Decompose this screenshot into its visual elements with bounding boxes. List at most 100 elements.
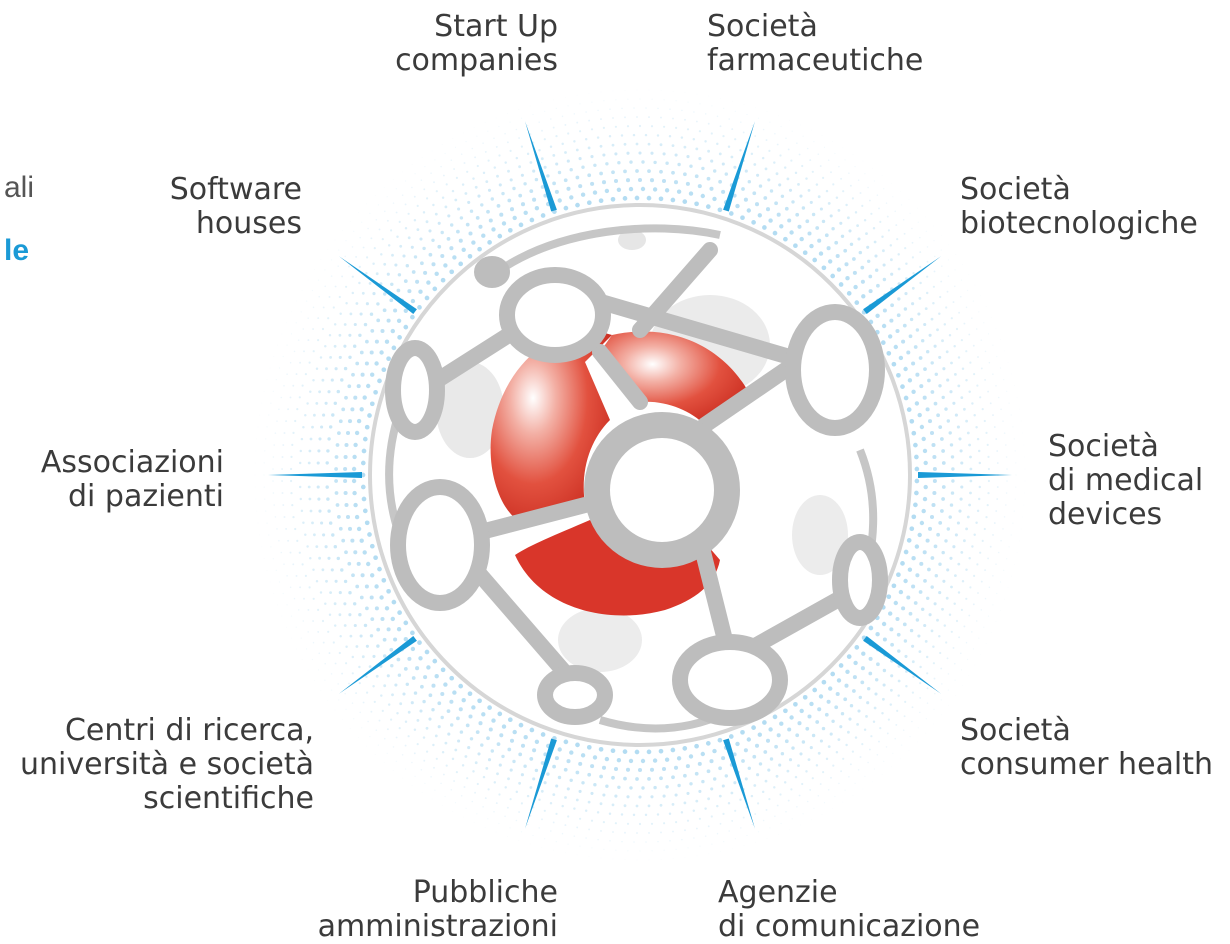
halo-dot [474,185,478,189]
halo-dot [903,639,908,643]
halo-dot [927,378,931,383]
label-societa-biotecnologiche: Società biotecnologiche [960,172,1198,241]
halo-dot [509,768,513,772]
halo-dot [598,746,604,752]
halo-dot [1002,420,1004,422]
halo-dot [837,209,841,212]
halo-dot [523,735,528,740]
halo-dot [413,752,416,755]
halo-dot [579,817,582,820]
halo-dot [743,845,745,847]
halo-dot [602,153,606,157]
halo-dot [337,515,341,519]
halo-dot [639,98,641,100]
halo-dot [926,275,929,278]
halo-dot [710,787,714,791]
halo-dot [995,563,997,565]
halo-dot [543,165,547,169]
halo-dot [317,608,320,611]
halo-dot [285,527,288,530]
halo-dot [599,774,603,779]
halo-dot [676,756,682,761]
halo-dot [529,105,531,107]
halo-dot [934,573,939,578]
halo-dot [1013,438,1015,440]
halo-dot [308,497,312,501]
halo-dot [815,764,819,767]
halo-dot [423,675,428,680]
halo-dot [992,373,994,375]
halo-dot [919,236,921,239]
halo-dot [973,574,976,577]
halo-dot [295,322,297,324]
halo-dot [374,339,379,344]
halo-dot [638,151,642,155]
halo-dot [353,550,358,555]
halo-dot [485,180,489,184]
halo-dot [476,135,478,137]
halo-dot [977,356,979,358]
halo-dot [626,125,630,128]
halo-dot [311,289,314,292]
halo-dot [315,545,319,548]
halo-dot [843,697,848,702]
halo-dot [391,253,394,257]
halo-dot [367,227,369,230]
halo-dot [351,478,357,484]
halo-dot [882,277,887,282]
halo-dot [968,333,971,336]
halo-dot [885,202,888,204]
halo-dot [924,640,928,643]
halo-dot [575,770,580,775]
halo-dot [295,626,297,628]
halo-dot [424,782,426,785]
halo-dot [1003,350,1005,352]
halo-dot [914,490,919,496]
halo-dot [295,373,298,376]
halo-dot [552,764,556,769]
halo-dot [960,295,962,298]
halo-dot [603,100,605,102]
halo-dot [721,784,725,788]
halo-dot [778,183,782,187]
halo-dot [993,522,996,524]
halo-dot [840,711,845,716]
halo-dot [673,765,679,770]
halo-dot [482,775,486,779]
halo-dot [396,657,401,662]
halo-dot [300,437,304,441]
halo-dot [685,764,690,769]
halo-dot [823,801,826,804]
halo-dot [672,830,674,833]
halo-dot [452,138,454,140]
halo-dot [334,579,338,583]
halo-dot [413,691,418,695]
halo-dot [946,527,951,531]
halo-dot [353,322,357,327]
halo-dot [992,575,994,577]
halo-dot [789,715,794,720]
halo-dot [336,556,341,561]
halo-dot [300,311,302,313]
halo-dot [987,390,990,393]
halo-dot [915,573,920,578]
halo-dot [578,761,583,766]
halo-dot [481,712,486,717]
halo-dot [326,497,330,501]
halo-dot [330,689,333,691]
halo-dot [637,177,643,183]
halo-dot [961,579,965,583]
halo-dot [852,675,857,680]
halo-dot [410,630,415,636]
halo-dot [924,307,928,310]
halo-dot [347,384,352,389]
halo-dot [941,550,945,555]
halo-dot [963,625,966,628]
halo-dot [296,408,299,411]
halo-dot [987,557,990,560]
halo-dot [623,169,627,174]
halo-dot [739,798,742,802]
halo-dot [374,754,376,756]
halo-dot [895,224,898,227]
